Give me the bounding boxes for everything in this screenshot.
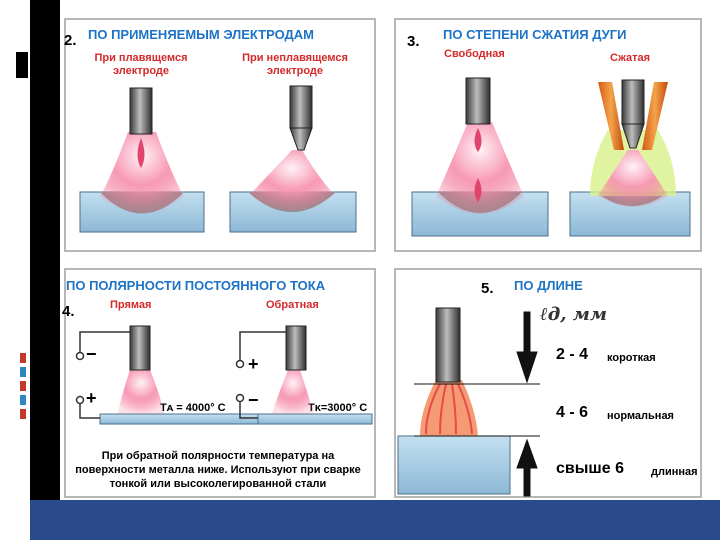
work-piece	[99, 413, 261, 425]
minus-sign: −	[86, 344, 97, 364]
left-electrode-label: При плавящемся электроде	[94, 52, 188, 77]
arc-flame	[250, 150, 334, 211]
panel-title: ПО СТЕПЕНИ СЖАТИЯ ДУГИ	[443, 27, 627, 42]
bullet-marker	[20, 409, 26, 419]
electrode	[435, 307, 461, 383]
panel-title: ПО ПОЛЯРНОСТИ ПОСТОЯННОГО ТОКА	[66, 278, 326, 293]
range-long: свыше 6	[556, 460, 624, 477]
bottom-accent-bar	[30, 500, 720, 540]
panel-number: 2.	[64, 32, 77, 49]
arc-flame	[100, 132, 184, 213]
plus-sign: +	[86, 388, 97, 408]
plasma-nozzle	[642, 82, 668, 150]
work-piece	[257, 413, 373, 425]
dimension-arrows	[414, 311, 540, 497]
panel-title: ПО ПРИМЕНЯЕМЫМ ЭЛЕКТРОДАМ	[88, 27, 314, 42]
arc-flame	[118, 370, 164, 414]
work-piece	[397, 435, 511, 495]
electrode	[285, 325, 307, 371]
range-normal: 4 - 6	[556, 404, 589, 421]
left-dark-bar	[30, 0, 60, 500]
plus-sign: +	[248, 354, 259, 374]
arc-streaks	[425, 383, 473, 435]
electrode	[129, 325, 151, 371]
name-short: короткая	[607, 352, 656, 364]
panel-number: 3.	[407, 33, 420, 50]
arc-flame	[436, 122, 524, 214]
reverse-polarity-label: Обратная	[266, 299, 319, 311]
electrode-tip	[289, 127, 313, 151]
bullet-marker	[20, 381, 26, 391]
name-normal: нормальная	[607, 410, 674, 422]
range-short: 2 - 4	[556, 346, 589, 363]
consumable-electrode	[465, 77, 491, 125]
bullet-marker	[20, 395, 26, 405]
bullet-marker	[20, 367, 26, 377]
free-arc-label: Свободная	[444, 48, 505, 60]
consumable-electrode	[129, 87, 153, 135]
arc-flame	[598, 150, 668, 207]
right-electrode-label: При неплавящемся электроде	[242, 52, 348, 77]
panel-polarity	[64, 268, 376, 498]
arc-flame	[272, 370, 314, 414]
bullet-marker	[20, 353, 26, 363]
arc-flame	[420, 380, 478, 436]
molten-drop	[474, 178, 482, 202]
plasma-nozzle	[598, 82, 624, 150]
name-long: длинная	[651, 466, 698, 478]
cathode-temperature: Tᴋ=3000° С	[308, 402, 368, 414]
circuit-wire	[75, 331, 286, 419]
arc-length-axis: ℓд, мм	[540, 304, 607, 325]
panel-title: ПО ДЛИНЕ	[514, 278, 583, 293]
molten-drop	[137, 138, 145, 168]
direct-polarity-label: Прямая	[110, 299, 152, 311]
panel-number: 5.	[481, 280, 494, 297]
tungsten-electrode	[621, 79, 645, 125]
molten-drop	[474, 128, 482, 152]
compressed-arc-label: Сжатая	[610, 52, 651, 64]
anode-temperature: Tᴀ = 4000° С	[160, 402, 226, 414]
electrode-tip	[621, 123, 645, 149]
polarity-note: При обратной полярности температура на п…	[75, 450, 361, 490]
tungsten-electrode	[289, 85, 313, 129]
minus-sign: −	[248, 390, 259, 410]
bullet-marker	[16, 52, 28, 78]
panel-number: 4.	[62, 303, 75, 320]
